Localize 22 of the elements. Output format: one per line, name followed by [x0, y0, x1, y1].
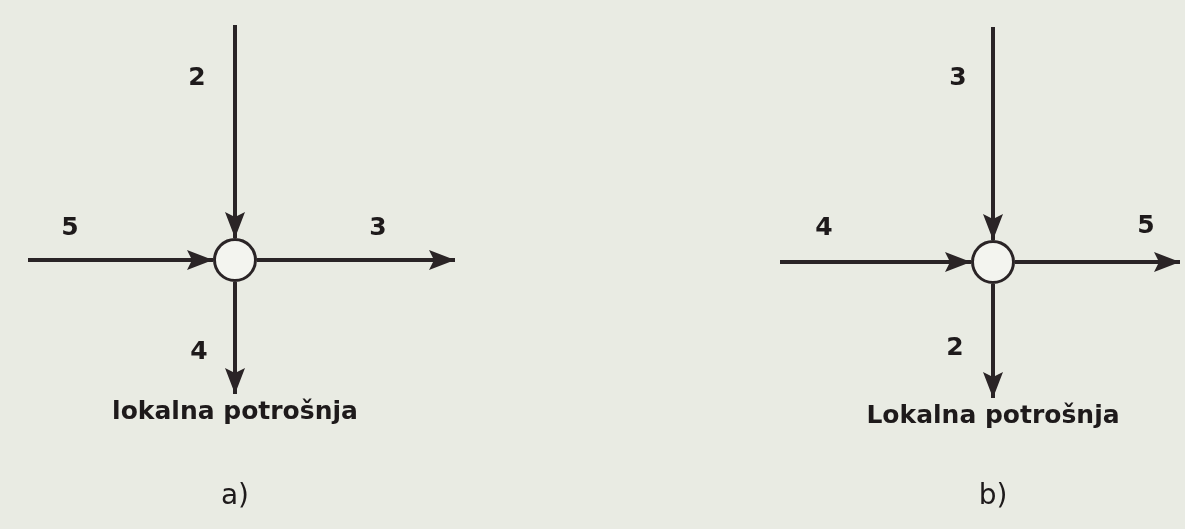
- arrow: [780, 252, 971, 272]
- arrow: [983, 27, 1003, 240]
- node-label: lokalna potrošnja: [112, 394, 358, 428]
- edge-label: 3: [369, 213, 387, 239]
- edge-label: 5: [1137, 211, 1155, 237]
- arrow: [983, 284, 1003, 398]
- figure-caption: b): [978, 478, 1008, 512]
- edge-label: 2: [946, 333, 964, 359]
- arrow: [225, 25, 245, 238]
- edge-label: 2: [188, 63, 206, 89]
- arrow: [28, 250, 213, 270]
- figure-caption: a): [220, 478, 250, 512]
- junction-circle: [971, 240, 1015, 284]
- edge-label: 4: [815, 213, 833, 239]
- edge-label: 4: [190, 337, 208, 363]
- arrow: [1015, 252, 1180, 272]
- arrow: [225, 282, 245, 394]
- junction-circle: [213, 238, 257, 282]
- arrow: [257, 250, 455, 270]
- node-label: Lokalna potrošnja: [866, 398, 1120, 432]
- edge-label: 5: [61, 213, 79, 239]
- edge-label: 3: [949, 63, 967, 89]
